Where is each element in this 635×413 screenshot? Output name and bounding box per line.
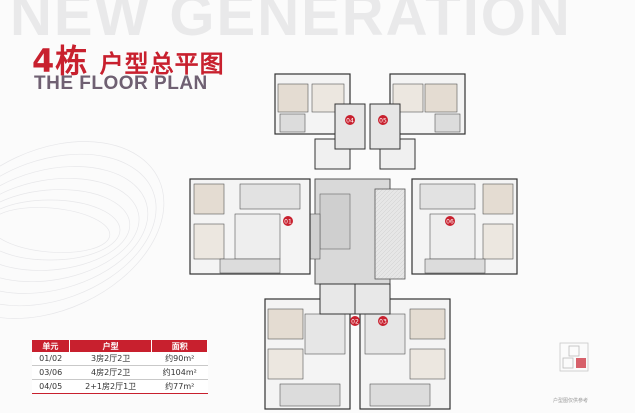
cell-area: 约77m² [151, 379, 208, 394]
cell-area: 约90m² [151, 352, 208, 366]
table-row: 03/06 4房2厅2卫 约104m² [32, 365, 208, 380]
building-number: 4栋 [32, 42, 89, 80]
cell-type: 3房2厅2卫 [69, 352, 152, 366]
cell-type: 2+1房2厅1卫 [69, 379, 152, 394]
badge-01: 01 [284, 219, 292, 226]
unit-bottom-left [264, 283, 356, 410]
badge-05: 05 [379, 118, 387, 125]
badge-02: 02 [351, 319, 359, 326]
disclaimer-caption: 户型图仅供参考 [553, 398, 589, 404]
cell-unit: 03/06 [32, 365, 70, 380]
badge-03: 03 [379, 319, 387, 326]
table-row: 01/02 3房2厅2卫 约90m² [32, 352, 208, 366]
cell-unit: 01/02 [32, 352, 70, 366]
unit-right [411, 178, 518, 275]
page-title: 4栋 户型总平图 [32, 36, 225, 82]
unit-bottom-right [354, 283, 451, 410]
unit-left [189, 178, 311, 275]
page-subtitle: THE FLOOR PLAN [34, 73, 208, 94]
unit-badges: 04 05 01 06 02 03 [283, 115, 455, 326]
table-row: 04/05 2+1房2厅1卫 约77m² [32, 379, 208, 394]
unit-table: 单元 户型 面积 01/02 3房2厅2卫 约90m² 03/06 4房2厅2卫… [32, 340, 208, 394]
cell-type: 4房2厅2卫 [69, 365, 152, 380]
site-key-plan-icon [559, 342, 589, 372]
watermark-text: NEW GENERATION [10, 0, 572, 48]
header-unit: 单元 [32, 340, 70, 352]
header-type: 户型 [69, 340, 153, 352]
table-header-row: 单元 户型 面积 [32, 340, 208, 352]
unit-top-left [274, 73, 366, 170]
cell-unit: 04/05 [32, 379, 70, 394]
floor-plan-drawing: 04 05 01 06 02 03 [189, 73, 518, 410]
header-area: 面积 [151, 340, 208, 352]
title-text: 户型总平图 [99, 50, 225, 78]
decorative-swirl [0, 141, 165, 319]
unit-top-right [369, 73, 466, 170]
cell-area: 约104m² [151, 365, 208, 380]
badge-04: 04 [346, 118, 354, 125]
badge-06: 06 [446, 219, 454, 226]
